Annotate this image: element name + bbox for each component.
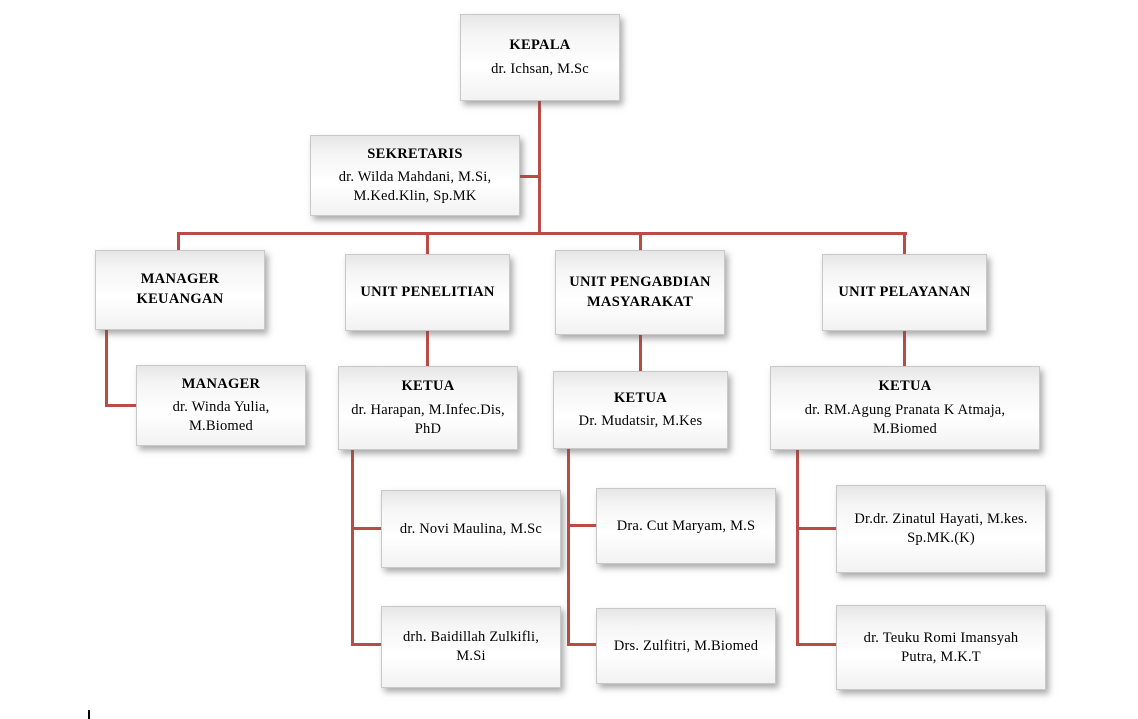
connector-pengabdian-child1-stub [567, 524, 596, 527]
connector-keuangan-elbow-vertical [105, 329, 108, 407]
connector-pelayanan-child2-stub [796, 643, 836, 646]
node-person: dr. Ichsan, M.Sc [491, 60, 589, 77]
connector-pelayanan-to-ketua [903, 330, 906, 366]
connector-pengabdian-children-vertical [567, 447, 570, 646]
connector-pengabdian-to-ketua [639, 334, 642, 371]
node-person: dr. RM.Agung Pranata K Atmaja, M.Biomed [804, 401, 1006, 437]
node-title: UNIT PENGABDIAN MASYARAKAT [569, 273, 711, 310]
node-title: KETUA [613, 389, 668, 406]
connector-penelitian-child1-stub [351, 527, 381, 530]
node-person: Dr. Mudatsir, M.Kes [578, 413, 703, 430]
org-node-ketua-penelitian: KETUA dr. Harapan, M.Infec.Dis, PhD [338, 366, 518, 450]
org-node-pengabdian-member-1: Dra. Cut Maryam, M.S [596, 488, 776, 564]
connector-penelitian-child2-stub [351, 643, 381, 646]
org-node-unit-pelayanan: UNIT PELAYANAN [822, 254, 987, 331]
node-title: KETUA [401, 378, 455, 395]
node-person: Drs. Zulfitri, M.Biomed [613, 637, 759, 654]
org-node-pelayanan-member-2: dr. Teuku Romi Imansyah Putra, M.K.T [836, 605, 1046, 690]
node-person: dr. Harapan, M.Infec.Dis, PhD [351, 401, 505, 437]
node-title: SEKRETARIS [367, 145, 463, 162]
node-title: UNIT PENELITIAN [360, 283, 495, 300]
connector-keuangan-elbow-horizontal [105, 404, 136, 407]
node-title: KETUA [878, 378, 932, 395]
org-node-manager: MANAGER dr. Winda Yulia, M.Biomed [136, 365, 306, 446]
node-person: dr. Teuku Romi Imansyah Putra, M.K.T [863, 629, 1019, 665]
org-node-pelayanan-member-1: Dr.dr. Zinatul Hayati, M.kes. Sp.MK.(K) [836, 485, 1046, 573]
org-node-pengabdian-member-2: Drs. Zulfitri, M.Biomed [596, 608, 776, 684]
connector-drop-unit-pelayanan [903, 232, 906, 254]
org-node-penelitian-member-1: dr. Novi Maulina, M.Sc [381, 490, 561, 568]
org-node-sekretaris: SEKRETARIS dr. Wilda Mahdani, M.Si, M.Ke… [310, 135, 520, 216]
connector-drop-manager-keuangan [177, 232, 180, 251]
node-title: KEPALA [509, 37, 571, 54]
node-person: dr. Novi Maulina, M.Sc [399, 520, 543, 537]
connector-penelitian-to-ketua [426, 330, 429, 366]
connector-pelayanan-child1-stub [796, 527, 836, 530]
org-node-kepala: KEPALA dr. Ichsan, M.Sc [460, 14, 620, 101]
node-title: UNIT PELAYANAN [838, 283, 971, 300]
stray-tick-mark [88, 710, 90, 719]
connector-drop-unit-penelitian [426, 232, 429, 254]
node-person: drh. Baidillah Zulkifli, M.Si [402, 629, 540, 664]
node-person: Dr.dr. Zinatul Hayati, M.kes. Sp.MK.(K) [854, 511, 1028, 546]
connector-pelayanan-children-vertical [796, 449, 799, 646]
node-title: MANAGER KEUANGAN [136, 271, 224, 307]
connector-pengabdian-child2-stub [567, 643, 596, 646]
org-node-manager-keuangan: MANAGER KEUANGAN [95, 250, 265, 330]
org-node-unit-penelitian: UNIT PENELITIAN [345, 254, 510, 331]
org-node-ketua-pengabdian: KETUA Dr. Mudatsir, M.Kes [553, 371, 728, 449]
connector-main-horizontal [177, 232, 907, 235]
node-person: dr. Wilda Mahdani, M.Si, M.Ked.Klin, Sp.… [338, 169, 492, 205]
org-node-unit-pengabdian: UNIT PENGABDIAN MASYARAKAT [555, 250, 725, 335]
connector-kepala-trunk [538, 100, 541, 234]
connector-drop-unit-pengabdian [639, 232, 642, 251]
node-person: dr. Winda Yulia, M.Biomed [172, 399, 270, 435]
node-title: MANAGER [181, 375, 261, 392]
connector-sekretaris-stub [520, 175, 540, 178]
org-node-penelitian-member-2: drh. Baidillah Zulkifli, M.Si [381, 606, 561, 688]
connector-penelitian-children-vertical [351, 449, 354, 646]
node-person: Dra. Cut Maryam, M.S [616, 517, 756, 534]
org-node-ketua-pelayanan: KETUA dr. RM.Agung Pranata K Atmaja, M.B… [770, 366, 1040, 450]
